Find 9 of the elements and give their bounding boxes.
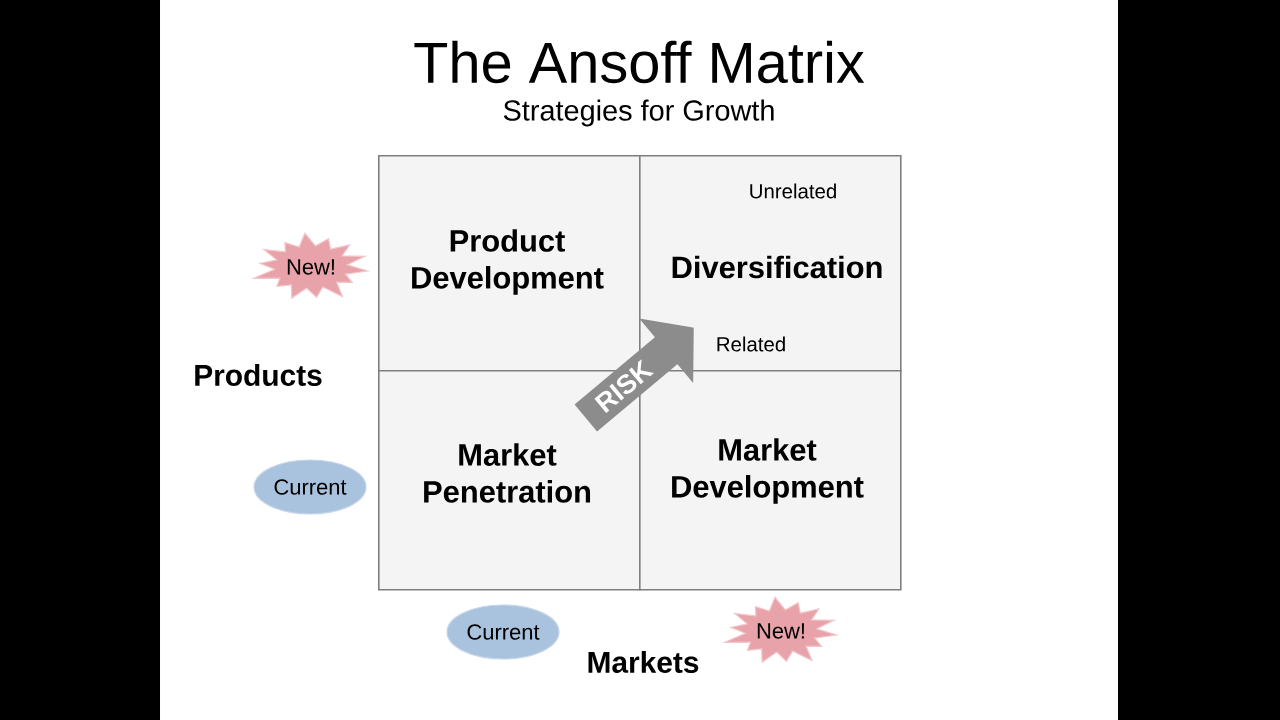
axis-title: Markets — [588, 651, 699, 673]
ellipse-badge: Current — [446, 604, 560, 660]
title: The Ansoff Matrix — [414, 40, 865, 84]
ellipse-badge: Current — [253, 459, 367, 515]
cell-note: Related — [717, 336, 785, 352]
block-arrow — [574, 318, 694, 432]
cell-note: Unrelated — [750, 183, 836, 199]
axis-title: Products — [195, 364, 322, 386]
subtitle: Strategies for Growth — [503, 99, 774, 127]
